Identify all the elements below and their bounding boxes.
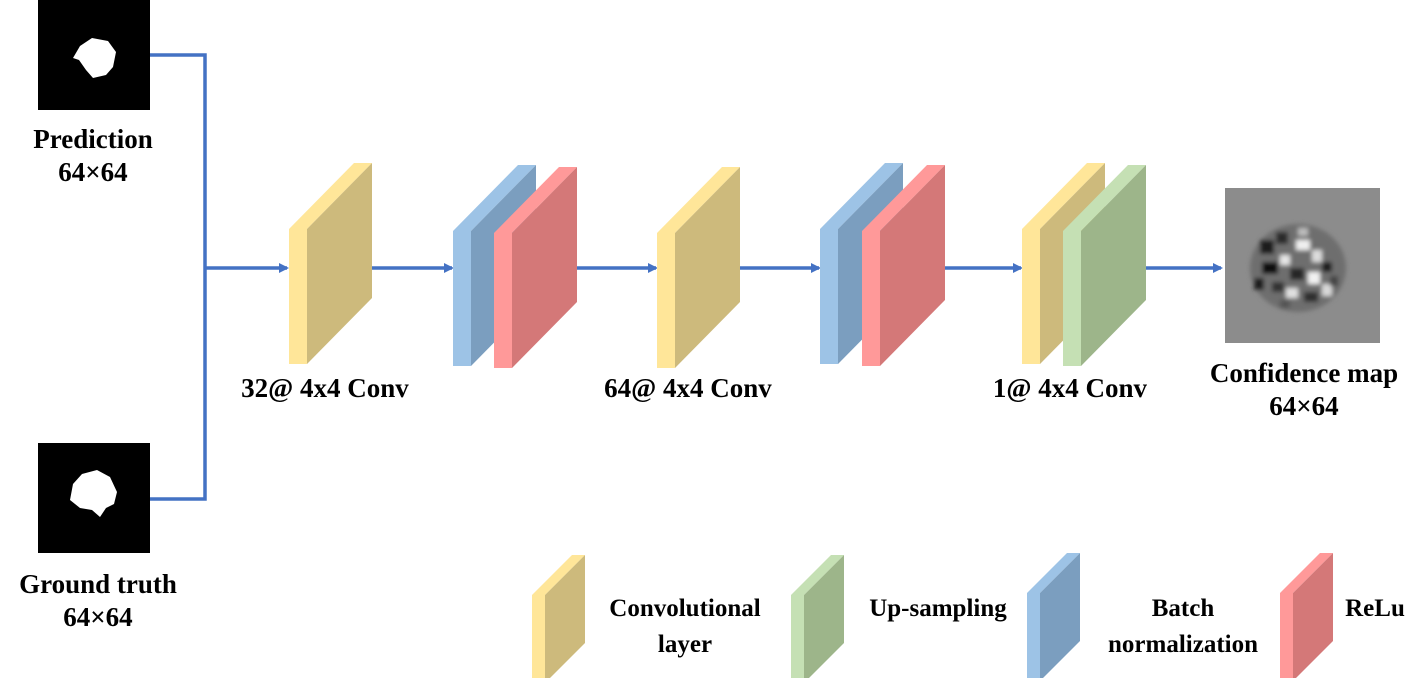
- prediction-size: 64×64: [58, 157, 128, 187]
- upsampling-layer: [1063, 165, 1146, 366]
- legend-batchnorm-line2: normalization: [1108, 631, 1258, 658]
- prediction-label: Prediction 64×64: [8, 123, 178, 189]
- legend-conv-swatch: [532, 555, 585, 678]
- legend-batchnorm-line1: Batch: [1151, 595, 1215, 622]
- input-connector: [150, 53, 207, 501]
- stage2-label: 64@ 4x4 Conv: [604, 373, 772, 403]
- legend-relu-line1: ReLu: [1345, 595, 1405, 622]
- legend-upsampling-line1: Up-sampling: [869, 595, 1007, 622]
- legend-conv-label: Convolutional layer: [590, 591, 780, 663]
- legend-upsampling-swatch: [791, 555, 844, 678]
- stage3-label: 1@ 4x4 Conv: [992, 373, 1148, 403]
- legend-conv-line2: layer: [657, 631, 713, 658]
- legend-batchnorm-label: Batch normalization: [1088, 591, 1278, 663]
- confidence-map-image: [1225, 188, 1380, 343]
- ground-truth-image: [38, 443, 150, 553]
- conv-layer-2: [657, 167, 740, 368]
- stage1-label: 32@ 4x4 Conv: [241, 373, 409, 403]
- layer-blocks: [289, 163, 1333, 678]
- output-label: Confidence map 64×64: [1194, 357, 1414, 423]
- ground-truth-size: 64×64: [63, 602, 133, 632]
- legend-relu-swatch: [1280, 553, 1333, 678]
- relu-layer-1: [494, 167, 577, 368]
- prediction-image: [38, 0, 150, 110]
- output-size: 64×64: [1269, 391, 1339, 421]
- legend-relu-label: ReLu: [1335, 591, 1415, 627]
- relu-layer-2: [862, 165, 945, 366]
- prediction-name: Prediction: [33, 124, 153, 154]
- conv-layer-1: [289, 163, 372, 364]
- ground-truth-label: Ground truth 64×64: [0, 568, 196, 634]
- legend-upsampling-label: Up-sampling: [850, 591, 1026, 627]
- ground-truth-name: Ground truth: [19, 569, 177, 599]
- output-name: Confidence map: [1209, 358, 1399, 388]
- legend-conv-line1: Convolutional: [609, 595, 761, 622]
- legend-batchnorm-swatch: [1027, 553, 1080, 678]
